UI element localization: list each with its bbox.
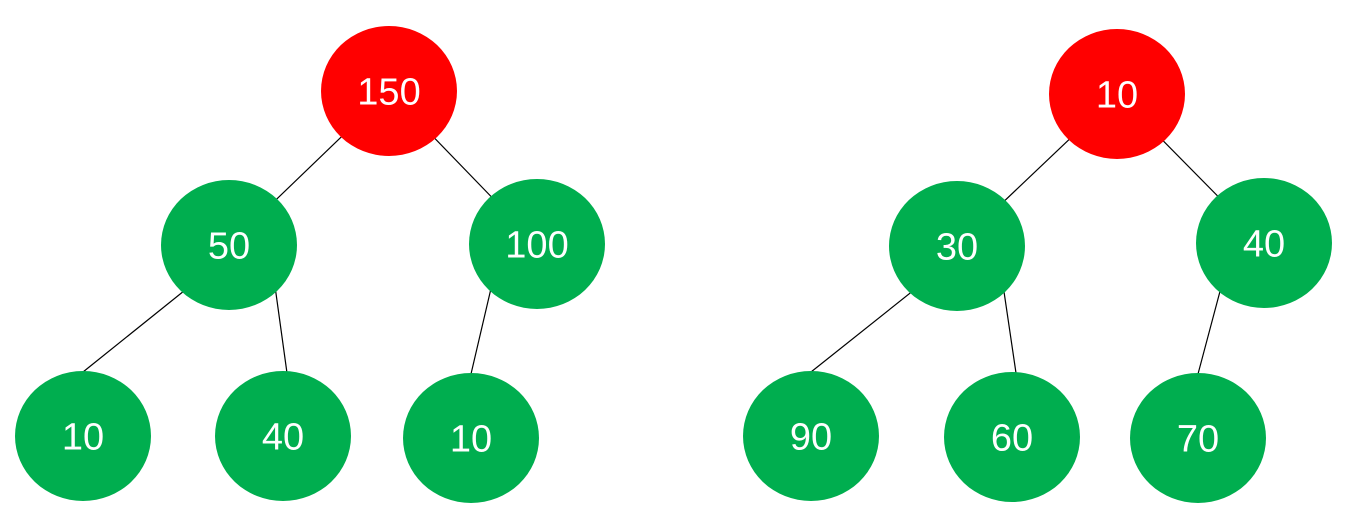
tree-node-label: 50 bbox=[208, 225, 250, 267]
tree-node-label: 10 bbox=[450, 418, 492, 460]
tree-node-circle bbox=[1130, 373, 1266, 503]
tree-node: 10 bbox=[403, 373, 539, 503]
tree-root-node: 150 bbox=[321, 26, 457, 156]
tree-node: 90 bbox=[743, 371, 879, 501]
tree-node-label: 40 bbox=[1243, 223, 1285, 265]
tree-node-circle bbox=[889, 181, 1025, 311]
tree-node-circle bbox=[1196, 178, 1332, 308]
tree-node-label: 30 bbox=[936, 226, 978, 268]
tree-node: 30 bbox=[889, 181, 1025, 311]
tree-node-label: 10 bbox=[62, 416, 104, 458]
tree-node-label: 90 bbox=[790, 416, 832, 458]
tree-node-circle bbox=[469, 179, 605, 309]
tree-node-label: 100 bbox=[505, 224, 568, 266]
tree-node-circle bbox=[215, 371, 351, 501]
tree-node: 100 bbox=[469, 179, 605, 309]
tree-node-circle bbox=[161, 180, 297, 310]
tree-node-label: 70 bbox=[1177, 418, 1219, 460]
tree-root-node: 10 bbox=[1049, 29, 1185, 159]
tree-root-circle bbox=[321, 26, 457, 156]
tree-node-circle bbox=[944, 372, 1080, 502]
tree-node-circle bbox=[743, 371, 879, 501]
right-tree: 10 30 40 90 60 70 bbox=[743, 29, 1332, 503]
tree-node-label: 60 bbox=[991, 417, 1033, 459]
tree-node: 10 bbox=[15, 371, 151, 501]
tree-node: 50 bbox=[161, 180, 297, 310]
tree-node: 60 bbox=[944, 372, 1080, 502]
tree-root-circle bbox=[1049, 29, 1185, 159]
tree-node-circle bbox=[15, 371, 151, 501]
tree-node-label: 10 bbox=[1096, 74, 1138, 116]
tree-node: 70 bbox=[1130, 373, 1266, 503]
tree-node: 40 bbox=[1196, 178, 1332, 308]
tree-node-label: 40 bbox=[262, 416, 304, 458]
tree-node-circle bbox=[403, 373, 539, 503]
tree-node: 40 bbox=[215, 371, 351, 501]
left-tree: 150 50 100 10 40 10 bbox=[15, 26, 605, 503]
tree-node-label: 150 bbox=[357, 71, 420, 113]
